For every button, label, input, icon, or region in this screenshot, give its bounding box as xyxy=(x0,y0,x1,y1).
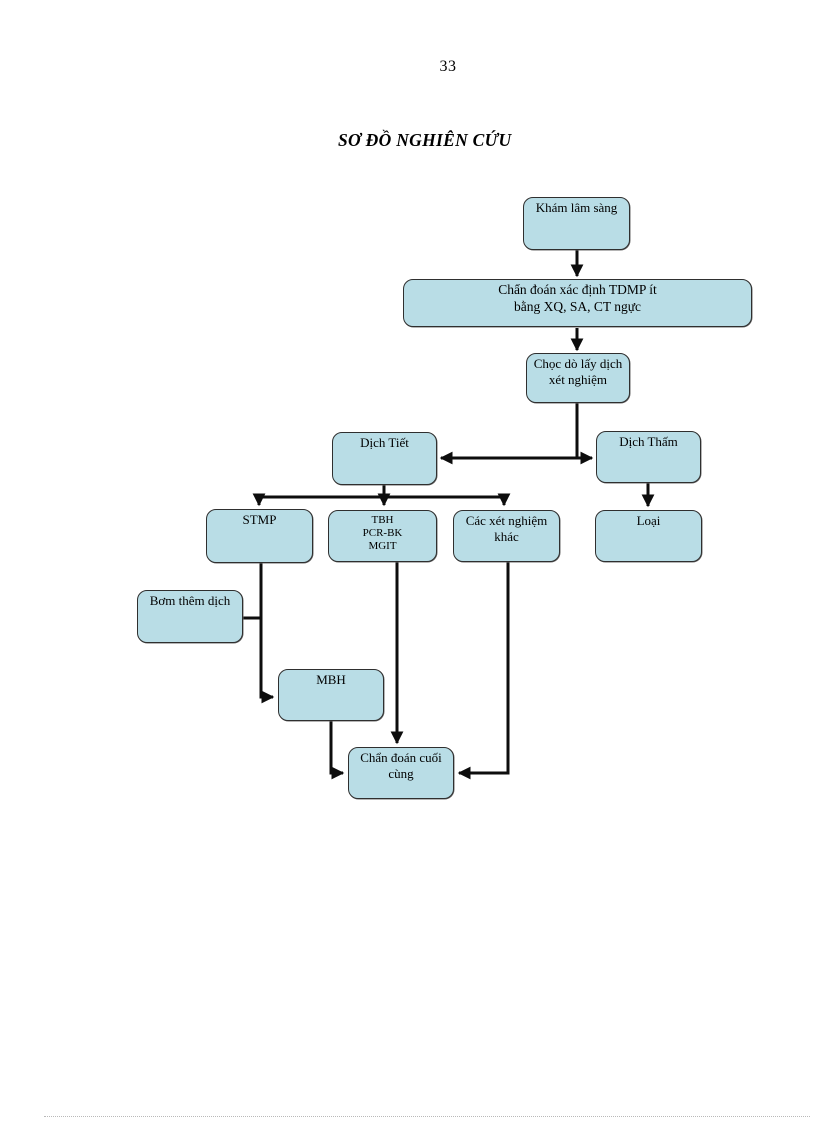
node-chan-doan-xac-dinh: Chẩn đoán xác định TDMP ít bằng XQ, SA, … xyxy=(403,279,752,327)
node-bom-them-dich: Bơm thêm dịch xyxy=(137,590,243,643)
node-tbh-pcr-mgit: TBH PCR-BK MGIT xyxy=(328,510,437,562)
node-choc-do-lay-dich: Chọc dò lấy dịch xét nghiệm xyxy=(526,353,630,403)
node-loai: Loại xyxy=(595,510,702,562)
node-dich-tham: Dịch Thấm xyxy=(596,431,701,483)
edge-stmp-to-mbh xyxy=(259,563,275,704)
node-stmp: STMP xyxy=(206,509,313,563)
node-mbh: MBH xyxy=(278,669,384,721)
footer-dotted-line xyxy=(44,1116,810,1117)
node-dich-tiet: Dịch Tiết xyxy=(332,432,437,485)
diagram-title: SƠ ĐỒ NGHIÊN CỨU xyxy=(338,130,512,150)
node-chan-doan-cuoi-cung: Chẩn đoán cuối cùng xyxy=(348,747,454,799)
node-kham-lam-sang: Khám lâm sàng xyxy=(523,197,630,250)
page-number: 33 xyxy=(439,58,457,75)
edge-xetnghiemkhac-to-final xyxy=(457,562,510,780)
edge-mbh-to-final xyxy=(329,721,345,780)
node-cac-xet-nghiem-khac: Các xét nghiệm khác xyxy=(453,510,560,562)
